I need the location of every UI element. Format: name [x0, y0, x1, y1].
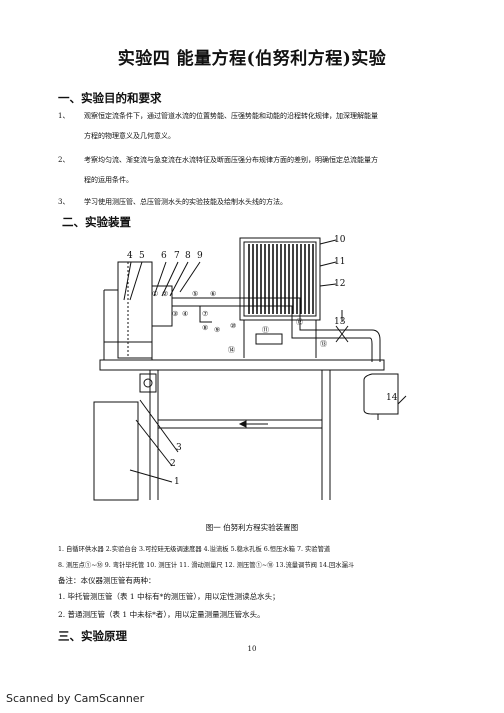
- objective-1-line1: 观察恒定流条件下，通过管道水流的位置势能、压强势能和动能的沿程转化规律，加深理解…: [84, 112, 378, 120]
- tap-11: ⑪: [262, 326, 269, 334]
- tap-2: ②: [162, 290, 168, 298]
- tap-10: ⑩: [230, 322, 236, 330]
- label-9: 9: [197, 251, 203, 261]
- tap-6: ⑥: [210, 290, 216, 298]
- note-heading: 备注：本仪器测压管有两种：: [58, 576, 156, 585]
- tap-14: ⑭: [228, 346, 235, 354]
- tap-4: ④: [182, 310, 188, 318]
- tap-3: ③: [172, 310, 178, 318]
- label-2: 2: [170, 459, 176, 469]
- tap-13: ⑬: [320, 340, 327, 348]
- label-11: 11: [334, 257, 345, 267]
- objective-3-num: 3、: [58, 198, 70, 206]
- label-1: 1: [174, 477, 180, 487]
- tap-8: ⑧: [202, 324, 208, 332]
- section-heading-apparatus: 二、实验装置: [62, 215, 131, 229]
- label-12: 12: [334, 279, 345, 289]
- label-5: 5: [139, 251, 145, 261]
- label-6: 6: [161, 251, 167, 261]
- objective-1-num: 1、: [58, 112, 70, 120]
- constant-head-tank: [117, 261, 153, 359]
- tap-1: ①: [152, 290, 158, 298]
- tap-9: ⑨: [214, 326, 220, 334]
- objective-2-line1: 考察均匀流、渐变流与急变流在水流特征及断面压强分布规律方面的差别，明确恒定总流能…: [84, 156, 378, 164]
- tap-7: ⑦: [202, 310, 208, 318]
- tap-12: ⑫: [296, 318, 303, 326]
- label-14: 14: [386, 393, 398, 403]
- label-13: 13: [334, 317, 346, 327]
- legend-line-2: 8. 测压点①~⑱ 9. 弯针毕托管 10. 测压计 11. 滑动测量尺 12.…: [58, 562, 355, 569]
- objective-2-num: 2、: [58, 156, 70, 164]
- label-4: 4: [127, 251, 133, 261]
- note-item-2: 2. 普通测压管（表 1 中未标*者），用以定量测量测压管水头。: [58, 610, 265, 619]
- note-item-1: 1. 毕托管测压管（表 1 中标有*的测压管），用以定性测读总水头；: [58, 592, 280, 601]
- objective-3-line1: 学习使用测压管、总压管测水头的实验技能及绘制水头线的方法。: [84, 198, 287, 206]
- tap-5: ⑤: [192, 290, 198, 298]
- figure-caption: 图一 伯努利方程实验装置图: [205, 523, 299, 532]
- page-title: 实验四 能量方程(伯努利方程)实验: [117, 49, 387, 69]
- label-8: 8: [185, 251, 191, 261]
- label-10: 10: [334, 235, 346, 245]
- section-heading-objectives: 一、实验目的和要求: [58, 91, 162, 105]
- label-3: 3: [176, 443, 182, 453]
- section-heading-principle: 三、实验原理: [58, 629, 127, 643]
- label-7: 7: [174, 251, 180, 261]
- legend-line-1: 1. 自循环供水器 2.实验台台 3.可控硅无级调速度器 4.溢流板 5.稳水孔…: [58, 546, 331, 553]
- scanner-watermark: Scanned by CamScanner: [6, 692, 145, 705]
- page-number: 10: [247, 645, 257, 653]
- objective-2-line2: 程的运用条件。: [84, 176, 133, 184]
- objective-1-line2: 方程的物理意义及几何意义。: [84, 132, 175, 140]
